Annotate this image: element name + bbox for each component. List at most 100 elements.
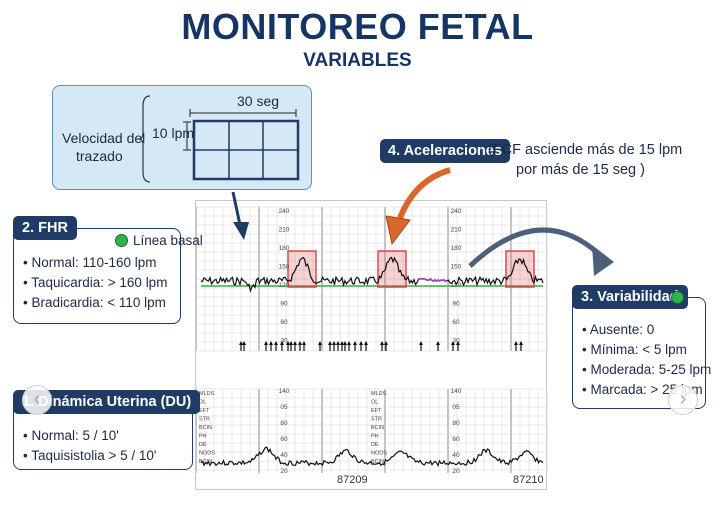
fhr-tick-label: 60 (452, 319, 460, 326)
movement-marker-head (242, 341, 246, 345)
variability-arrowhead-icon (592, 245, 614, 276)
fhr-item: Taquicardia: > 160 lpm (23, 273, 167, 293)
green-dot-icon (671, 291, 684, 304)
tracing-speed-label-line2: trazado (76, 148, 123, 164)
uc-trace (200, 446, 544, 468)
fhr-tick-label: 150 (451, 264, 462, 271)
fhr-tick-label: 30 (280, 338, 288, 345)
accel-note-line1: (FCF asciende más de 15 lpm (488, 142, 683, 158)
movement-marker-head (264, 341, 268, 345)
movement-marker-head (340, 341, 344, 345)
page-title: MONITOREO FETAL (181, 6, 534, 47)
uc-channel-label: DE (199, 442, 207, 448)
variability-item: Mínima: < 5 lpm (582, 340, 711, 360)
movement-marker-head (519, 341, 523, 345)
uc-tick-label: 80 (280, 420, 288, 427)
movement-marker-head (298, 341, 302, 345)
uc-channel-label: EFT (199, 408, 210, 414)
movement-marker-head (328, 341, 332, 345)
tracing-speed-label-line1: Velocidad del (62, 130, 146, 146)
fhr-tick-label: 90 (452, 301, 460, 308)
fhr-list: Normal: 110-160 lpm Taquicardia: > 160 l… (23, 253, 167, 313)
movement-marker-head (274, 341, 278, 345)
movement-marker-head (436, 341, 440, 345)
movement-marker-head (318, 341, 322, 345)
movement-marker-head (293, 341, 297, 345)
variability-item: Ausente: 0 (582, 320, 711, 340)
movement-marker-head (353, 341, 357, 345)
movement-marker-head (384, 341, 388, 345)
uc-tick-label: 05 (280, 404, 288, 411)
strip-number-2: 87210 (513, 474, 544, 486)
movement-marker-head (514, 341, 518, 345)
speed-brace-icon (138, 95, 151, 183)
movement-marker-head (359, 341, 363, 345)
movement-marker-head (289, 341, 293, 345)
fhr-tick-label: 180 (279, 245, 290, 252)
fhr-tick-label: 150 (279, 264, 290, 271)
uc-channel-label: MLDS (199, 391, 215, 397)
uc-channel-label: MLDS (371, 391, 387, 397)
fhr-tick-label: 30 (452, 338, 460, 345)
ctg-strip-svg: 2402101801501209060302402101801501209060… (195, 206, 548, 475)
movement-marker-head (239, 341, 243, 345)
fhr-trace (200, 256, 544, 294)
strip-number-1: 87209 (337, 474, 368, 486)
accel-note-line2: por más de 15 seg ) (516, 162, 645, 178)
du-list: Normal: 5 / 10' Taquisistolia > 5 / 10' (23, 426, 157, 466)
movement-marker-head (280, 341, 284, 345)
uc-channel-label: PH (371, 434, 379, 440)
movement-marker-head (332, 341, 336, 345)
next-slide-button[interactable]: › (668, 385, 698, 415)
uc-channel-label: BCIN (199, 425, 212, 431)
fhr-item: Normal: 110-160 lpm (23, 253, 167, 273)
uc-tick-label: 20 (452, 468, 460, 475)
speed-grid (183, 109, 300, 181)
movement-marker-head (286, 341, 290, 345)
uc-channel-label: STR (199, 417, 210, 423)
fhr-tick-label: 240 (451, 208, 462, 215)
fhr-header: 2. FHR (13, 216, 77, 240)
uc-channel-label: NODS (199, 451, 215, 457)
uc-channel-label: NODS (371, 451, 387, 457)
movement-marker-head (347, 341, 351, 345)
acceleration-box (377, 250, 407, 288)
uc-tick-label: 20 (280, 468, 288, 475)
uc-channel-label: PH (199, 434, 207, 440)
variability-item: Moderada: 5-25 lpm (582, 360, 711, 380)
uc-tick-label: 40 (452, 452, 460, 459)
fhr-tick-label: 210 (279, 227, 290, 234)
grid-horizontal-label: 30 seg (237, 93, 280, 109)
fhr-tick-label: 210 (451, 227, 462, 234)
movement-marker-head (302, 341, 306, 345)
movement-marker-head (343, 341, 347, 345)
uc-channel-label: OL (199, 400, 206, 406)
prev-slide-button[interactable]: ‹ (22, 385, 52, 415)
variability-header: 3. Variabilidad (572, 285, 688, 309)
fhr-callout: 2. FHR Línea basal Normal: 110-160 lpm T… (13, 216, 203, 324)
movement-marker-head (336, 341, 340, 345)
fhr-item: Bradicardia: < 110 lpm (23, 293, 167, 313)
du-item: Normal: 5 / 10' (23, 426, 157, 446)
acceleration-box (287, 250, 317, 288)
uc-channel-label: BCIN (371, 459, 384, 465)
grid-vertical-label: 10 lpm (152, 125, 195, 141)
variability-trace (418, 277, 448, 283)
movement-marker-head (419, 341, 423, 345)
fhr-tick-label: 60 (280, 319, 288, 326)
tracing-speed-label: Velocidad del trazado (62, 129, 152, 165)
uc-channel-label: DE (371, 442, 379, 448)
uc-tick-label: 40 (280, 452, 288, 459)
uc-tick-label: 140 (279, 388, 290, 395)
baseline-label: Línea basal (133, 233, 203, 248)
page-subtitle: VARIABLES (303, 50, 412, 71)
variability-list: Ausente: 0 Mínima: < 5 lpm Moderada: 5-2… (582, 320, 712, 400)
baseline-legend: Línea basal (115, 233, 203, 248)
accel-note: (FCF asciende más de 15 lpm por más de 1… (488, 140, 703, 180)
movement-marker-head (380, 341, 384, 345)
movement-marker-head (364, 341, 368, 345)
du-item: Taquisistolia > 5 / 10' (23, 446, 156, 466)
acceleration-box (505, 250, 535, 288)
uc-tick-label: 60 (452, 436, 460, 443)
accel-header: 4. Aceleraciones (380, 139, 510, 163)
